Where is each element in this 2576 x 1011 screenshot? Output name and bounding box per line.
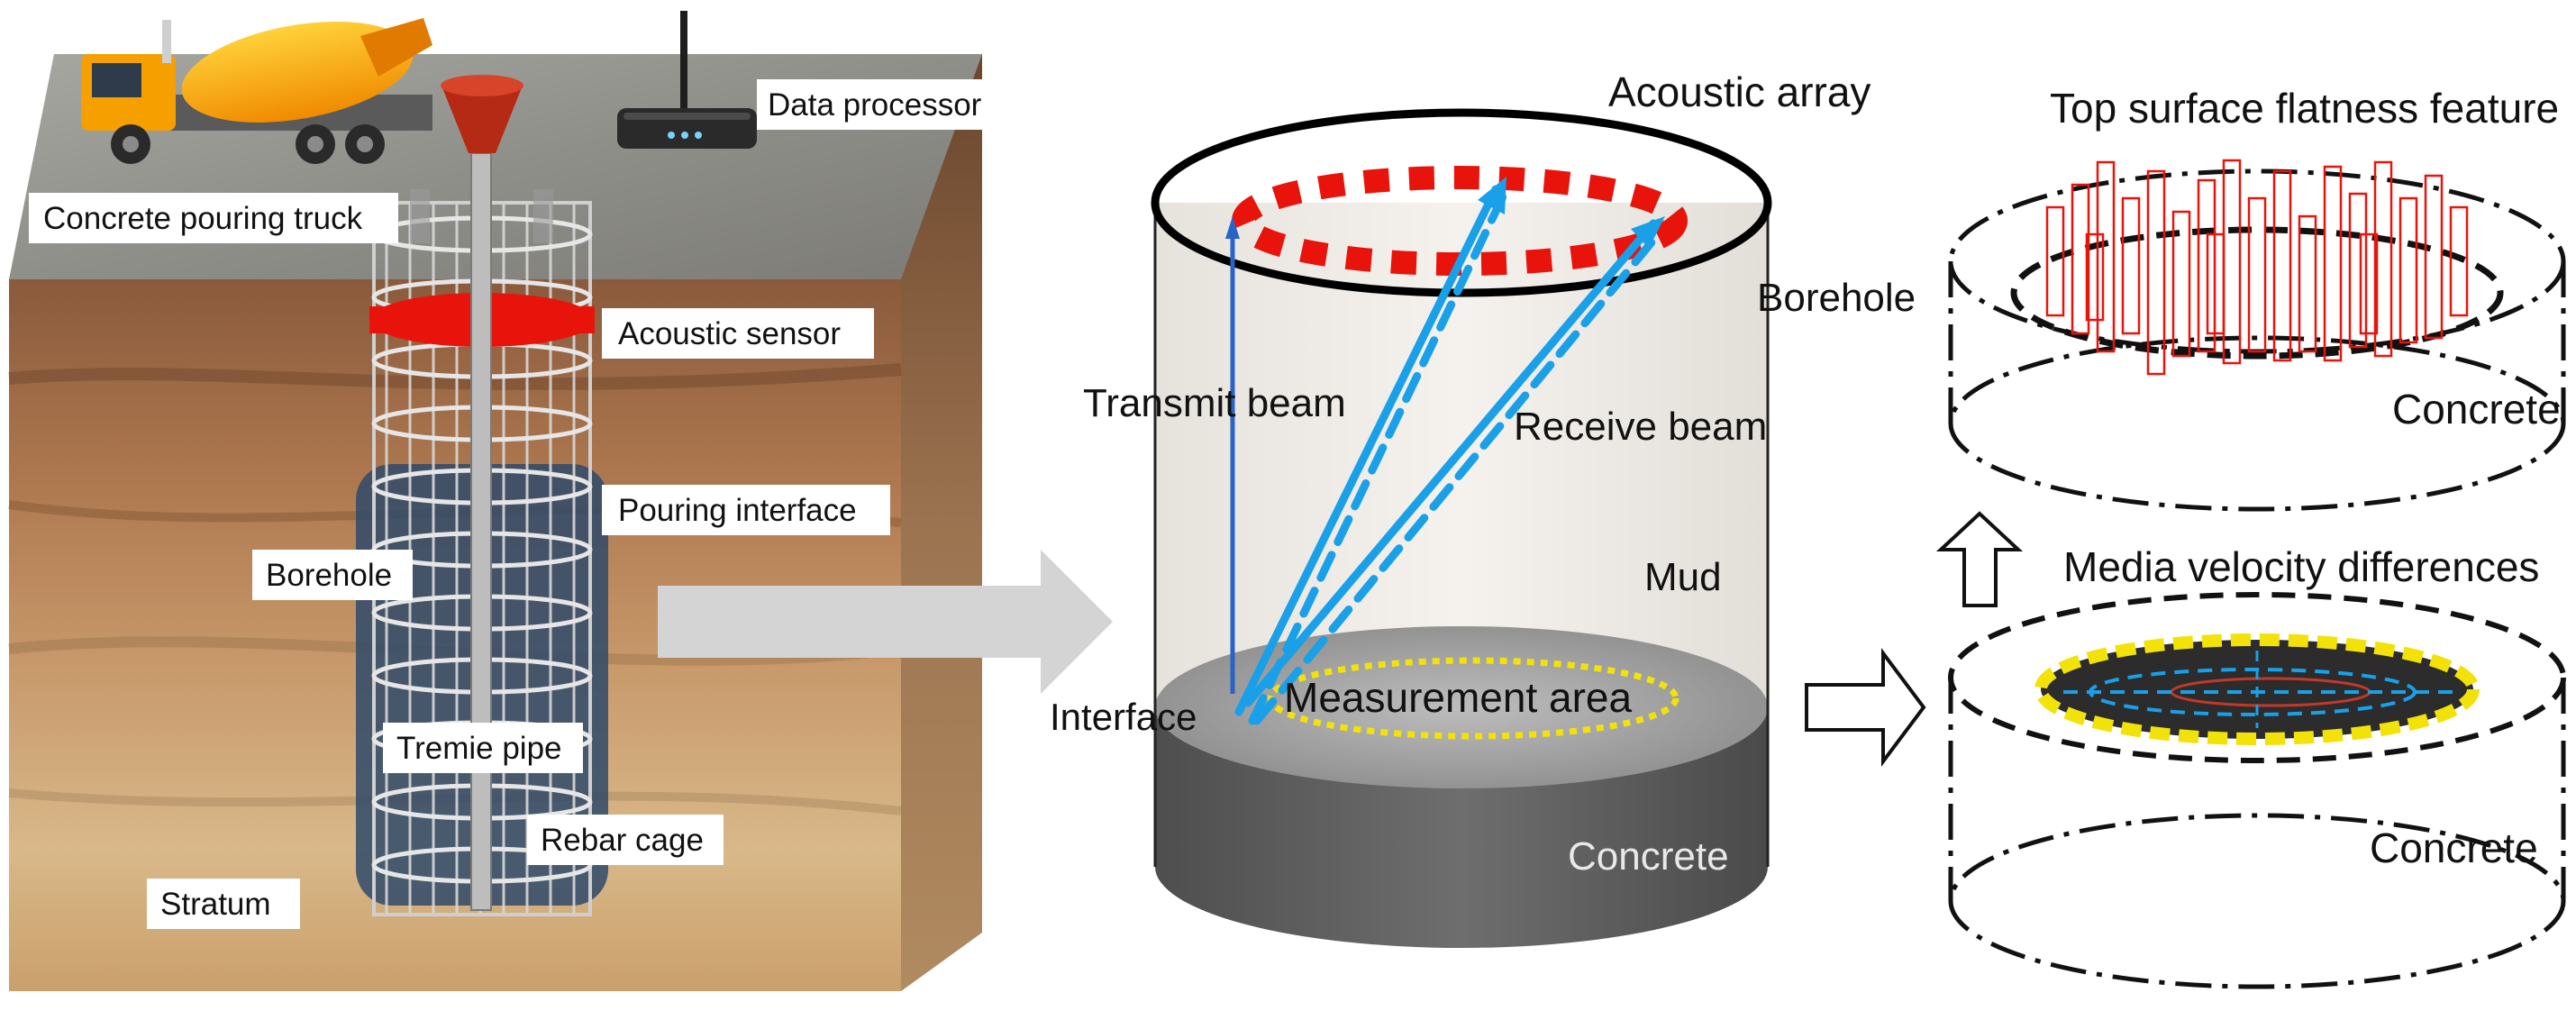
label-measurement-area: Measurement area: [1284, 674, 1632, 721]
flow-arrow-middle-to-right: [1805, 648, 1926, 767]
acoustic-beams: [1225, 177, 1665, 725]
label-concrete-bottom: Concrete: [2370, 824, 2538, 871]
label-concrete-top: Concrete: [2392, 386, 2561, 433]
left-panel-site-scene: Data processor Concrete pouring truck Ac…: [8, 11, 1009, 991]
top-flatness-cylinder: Concrete: [1948, 159, 2566, 512]
svg-text:Rebar cage: Rebar cage: [541, 823, 704, 858]
right-panel-features: Concrete Top surface flatness feature Me…: [1935, 85, 2566, 989]
funnel-icon: [441, 86, 523, 153]
label-stratum: Stratum: [147, 879, 300, 929]
label-transmit-beam: Transmit beam: [1083, 381, 1346, 425]
label-media-velocity: Media velocity differences: [2063, 543, 2539, 590]
borehole-top-rim: [1151, 108, 1772, 297]
middle-panel-borehole-model: Acoustic array Borehole Transmit beam Re…: [1050, 68, 1916, 948]
label-concrete-middle: Concrete: [1568, 834, 1729, 879]
label-borehole-left: Borehole: [252, 550, 413, 600]
svg-text:Concrete pouring truck: Concrete pouring truck: [43, 201, 363, 236]
flatness-bars: [2045, 159, 2469, 376]
label-tremie-pipe: Tremie pipe: [383, 723, 583, 773]
svg-text:Tremie pipe: Tremie pipe: [396, 731, 562, 766]
label-top-surface-flatness: Top surface flatness feature: [2050, 85, 2559, 132]
flow-arrow-up: [1935, 511, 2024, 607]
label-mud: Mud: [1644, 555, 1722, 599]
svg-text:Data processor: Data processor: [768, 87, 982, 123]
label-acoustic-array: Acoustic array: [1608, 68, 1871, 115]
label-receive-beam: Receive beam: [1514, 405, 1767, 449]
flow-arrow-left-to-middle: [658, 550, 1113, 694]
svg-text:Borehole: Borehole: [266, 558, 392, 593]
svg-text:Stratum: Stratum: [160, 887, 271, 922]
label-acoustic-sensor: Acoustic sensor: [602, 308, 874, 359]
svg-text:Acoustic sensor: Acoustic sensor: [618, 316, 841, 351]
concrete-mixer-truck-icon: [81, 18, 432, 164]
label-borehole-middle: Borehole: [1757, 276, 1916, 320]
label-rebar-cage: Rebar cage: [527, 815, 724, 865]
label-concrete-pouring-truck: Concrete pouring truck: [29, 193, 398, 243]
ground-side-face: [901, 54, 982, 991]
velocity-difference-cylinder: Concrete: [1948, 592, 2566, 989]
label-pouring-interface: Pouring interface: [602, 485, 890, 535]
svg-text:Pouring interface: Pouring interface: [618, 493, 857, 528]
data-processor-icon: [617, 11, 757, 149]
label-data-processor: Data processor: [757, 79, 1009, 130]
tremie-pipe: [470, 152, 492, 911]
label-interface: Interface: [1050, 696, 1197, 738]
interface-surface: [1155, 626, 1768, 788]
